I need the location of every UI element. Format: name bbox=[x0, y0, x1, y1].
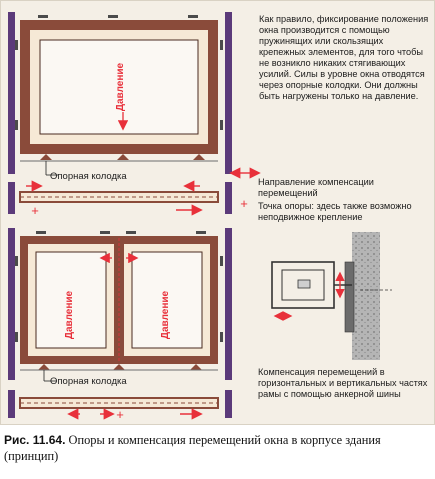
support-pads bbox=[40, 154, 205, 160]
left-glass bbox=[35, 251, 107, 349]
support-pad-label-top: Опорная колодка bbox=[50, 171, 127, 182]
pressure-label: Давление bbox=[115, 62, 126, 111]
glass-pane bbox=[39, 39, 199, 135]
note-fixing-principle: Как правило, фиксирование положения окна… bbox=[259, 14, 429, 101]
fixed-point-mark: + bbox=[31, 203, 39, 218]
right-wall bbox=[225, 12, 232, 174]
legend-plus: + bbox=[240, 196, 248, 211]
pressure-label-left: Давление bbox=[64, 290, 75, 339]
right-glass bbox=[131, 251, 203, 349]
top-section-strip: + bbox=[8, 180, 232, 218]
bottom-window: Давление Давление bbox=[8, 228, 232, 382]
note-anchor-rail: Компенсация перемещений в горизонтальных… bbox=[258, 367, 428, 399]
anchor-rail-detail bbox=[271, 232, 392, 360]
pressure-label-right: Давление bbox=[160, 290, 171, 339]
bottom-fixed-point: + bbox=[116, 407, 124, 422]
fixing-clips bbox=[15, 15, 223, 130]
diagram-drawing: Давление + + bbox=[8, 12, 392, 422]
support-pad-label-bottom: Опорная колодка bbox=[50, 376, 127, 387]
legend-direction: Направление компенсации перемещений bbox=[258, 177, 374, 198]
concrete-wall bbox=[352, 232, 380, 360]
caption-text: Опоры и компенсация перемещений окна в к… bbox=[4, 433, 381, 463]
legend-fixed-point: Точка опоры: здесь также возможно неподв… bbox=[258, 201, 412, 222]
left-wall bbox=[8, 12, 15, 174]
top-window: Давление bbox=[8, 12, 232, 176]
bottom-section-strip: + bbox=[8, 390, 232, 422]
caption-number: Рис. 11.64. bbox=[4, 433, 66, 447]
figure-caption: Рис. 11.64. Опоры и компенсация перемеще… bbox=[4, 432, 432, 464]
